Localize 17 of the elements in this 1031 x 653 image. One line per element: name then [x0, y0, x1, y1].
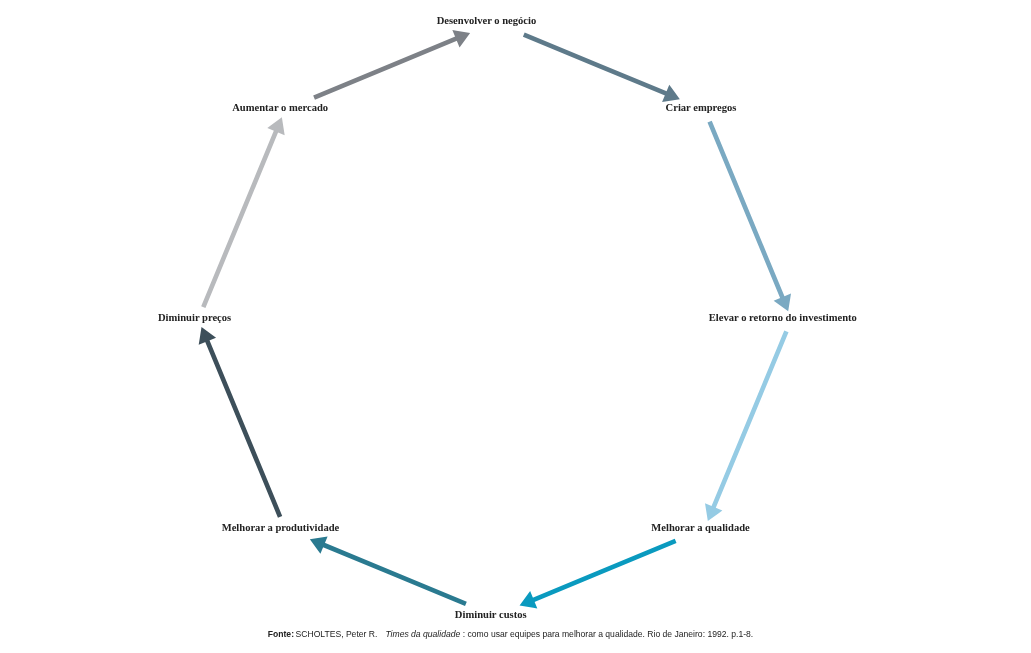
arrow [309, 536, 467, 606]
node-text: Diminuir custos [454, 608, 527, 620]
arrow [522, 32, 680, 103]
node-text: Melhorar a produtividade [221, 521, 339, 533]
node-text: Melhorar a qualidade [650, 521, 750, 533]
arrow [706, 120, 791, 312]
node-text: Diminuir preços [157, 312, 231, 324]
node-text: Desenvolver o negócio [436, 15, 536, 27]
caption: Fonte: SCHOLTES, Peter R. Times da qualidade: como usar equipes para melhorar a qualidade. Rio de Janeiro: 1992. p.1-8. [267, 628, 753, 639]
arrow [200, 117, 285, 308]
arrow [312, 30, 470, 100]
arrow [519, 538, 676, 609]
node-text: Aumentar o mercado [231, 102, 328, 114]
node-text: Elevar o retorno do investimento [708, 312, 857, 324]
arrow [198, 327, 282, 518]
node-text: Criar empregos [665, 102, 736, 114]
arrow [704, 330, 789, 522]
